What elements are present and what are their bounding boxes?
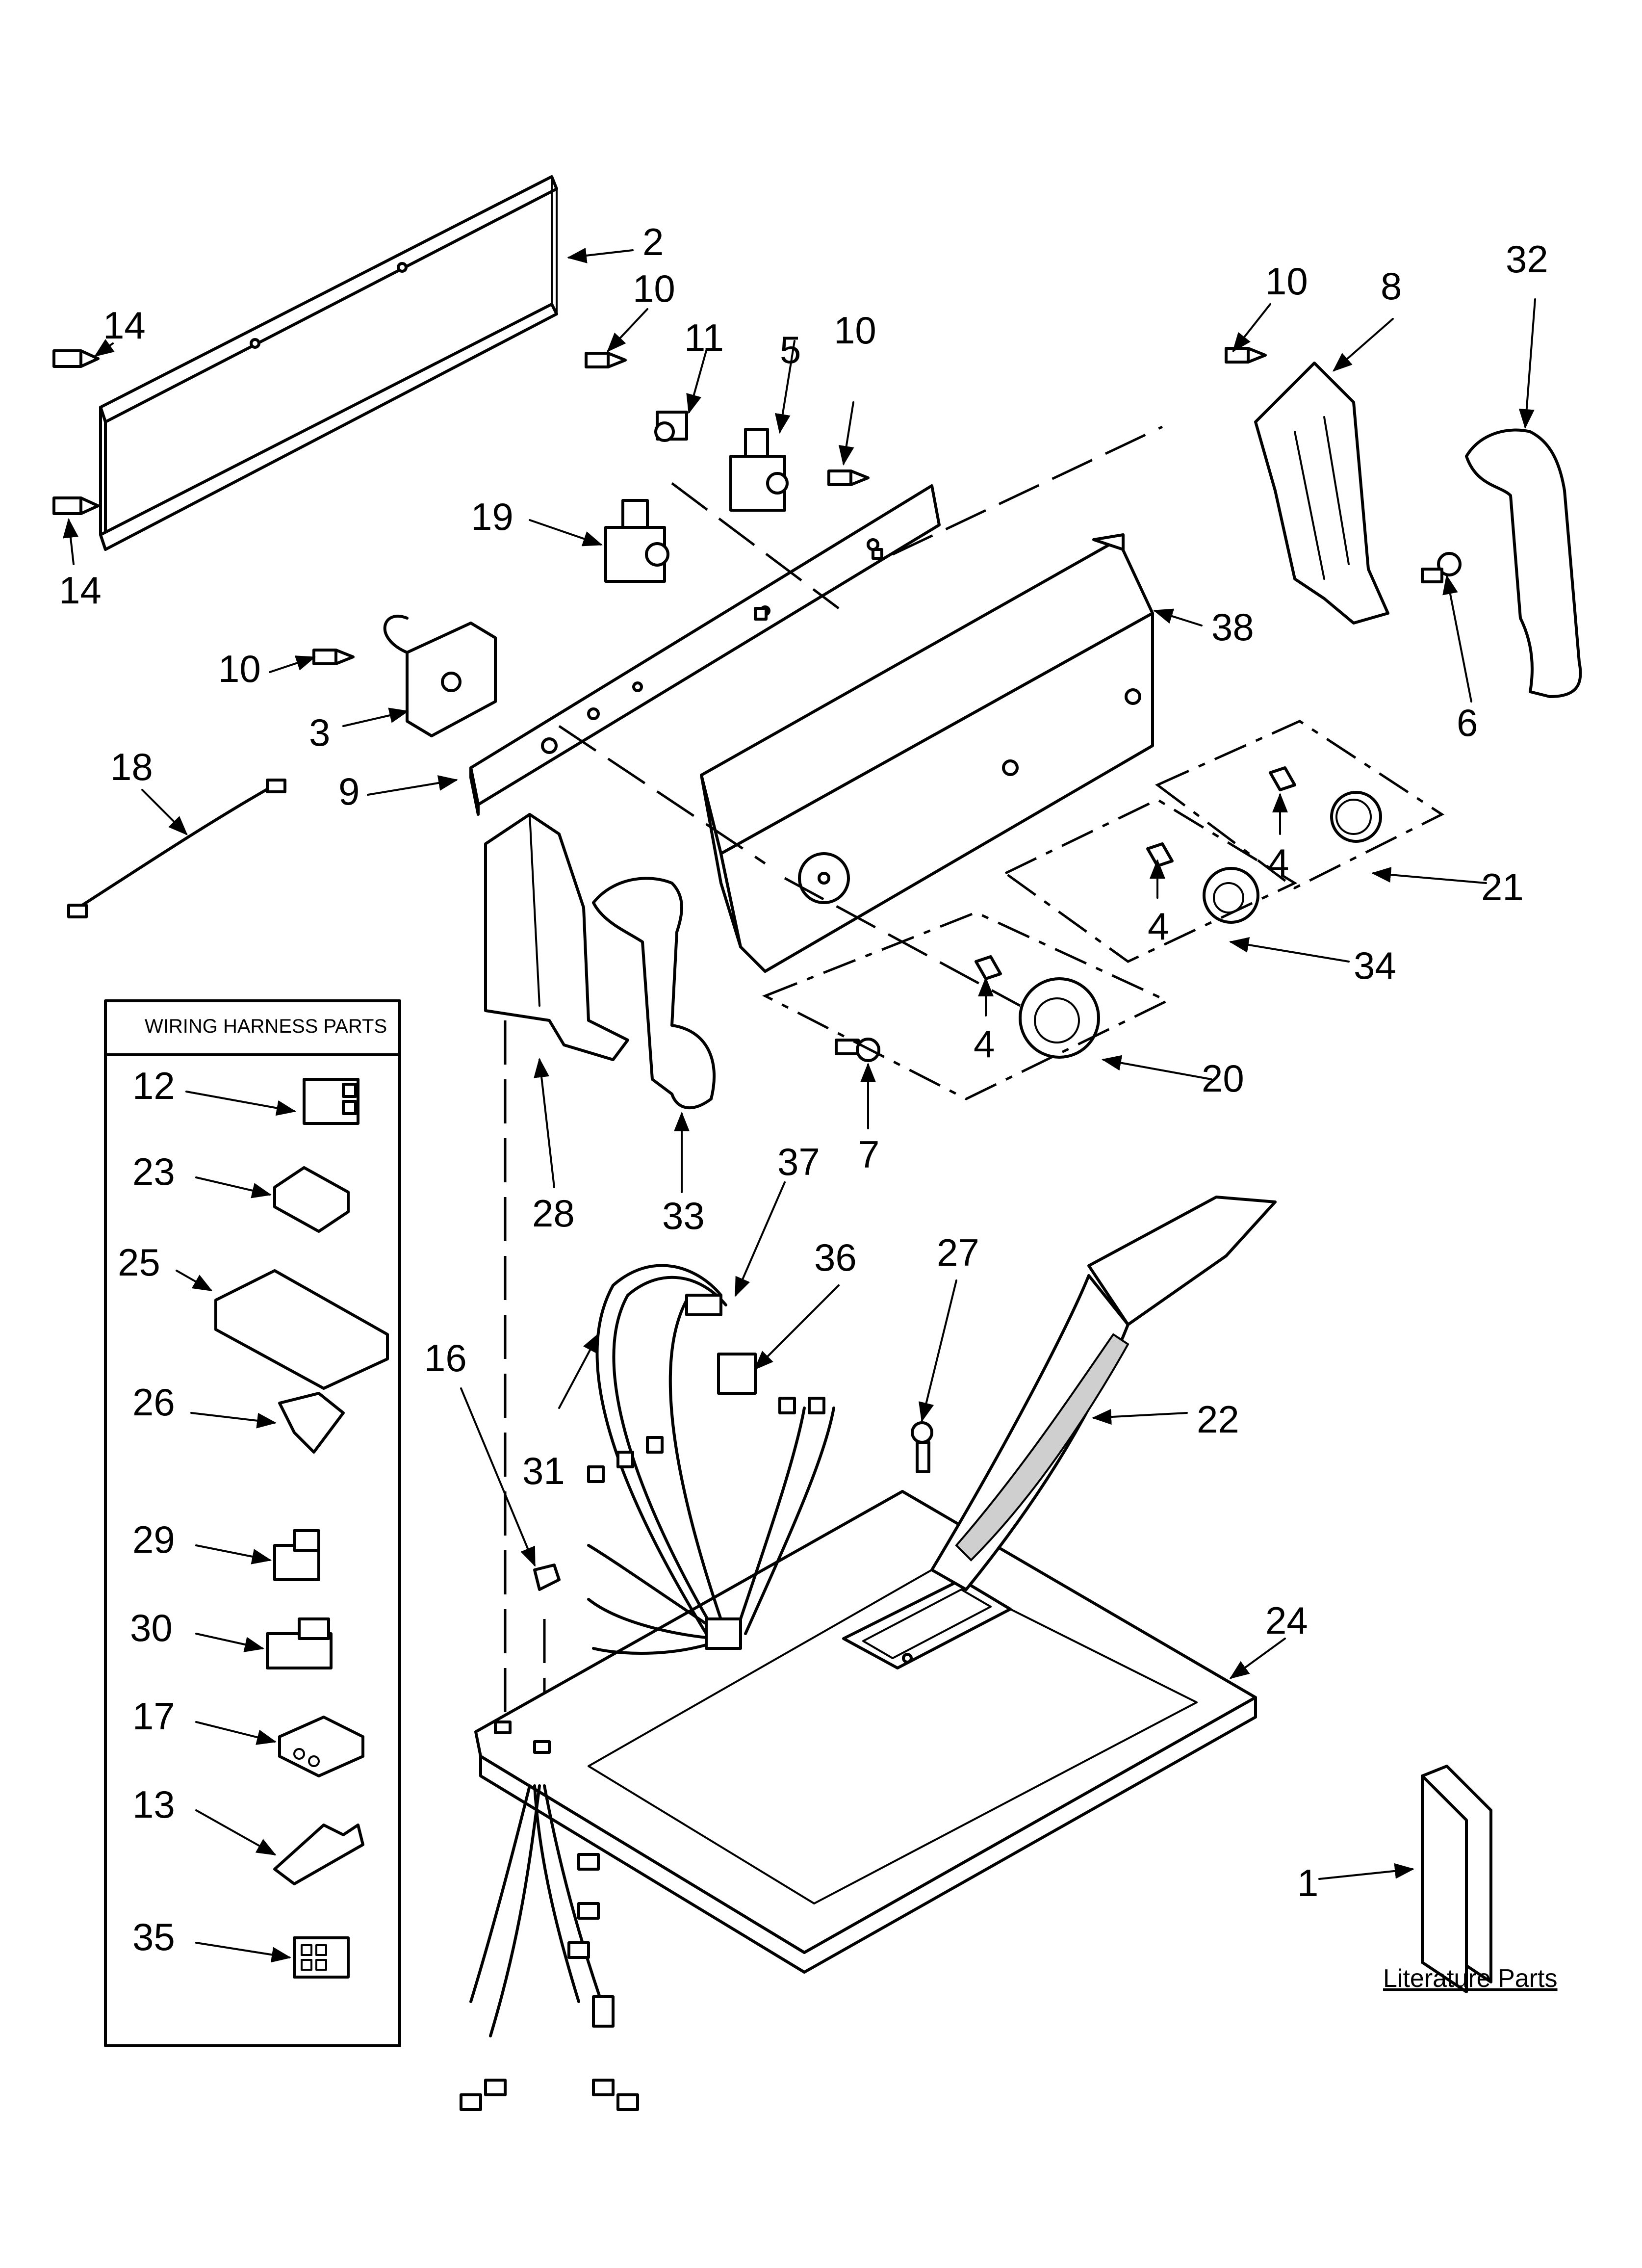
switch-5 xyxy=(729,428,789,512)
label-37: 37 xyxy=(777,1140,820,1183)
wiring-box-title: WIRING HARNESS PARTS xyxy=(145,1016,387,1037)
label-1: 1 xyxy=(1297,1861,1318,1904)
label-7: 7 xyxy=(858,1133,879,1176)
label-28: 28 xyxy=(532,1192,575,1235)
literature-book xyxy=(1421,1765,1492,1993)
label-14b: 14 xyxy=(59,569,102,612)
label-4c: 4 xyxy=(974,1022,995,1066)
console-handle xyxy=(1465,428,1582,698)
literature-parts-label: Literature Parts xyxy=(1383,1964,1558,1993)
label-8: 8 xyxy=(1381,264,1402,308)
console-frame xyxy=(469,484,941,816)
console-panel xyxy=(700,533,1154,973)
connector-17-icon xyxy=(278,1716,364,1777)
knob-34 xyxy=(1146,842,1259,924)
connector-29-icon xyxy=(273,1529,320,1581)
rear-panel xyxy=(99,175,558,551)
screw-icon xyxy=(52,349,100,515)
label-33: 33 xyxy=(662,1194,705,1237)
label-27: 27 xyxy=(937,1231,979,1274)
label-30: 30 xyxy=(130,1606,173,1649)
lint-screen xyxy=(930,1196,1277,1591)
label-16: 16 xyxy=(424,1336,467,1380)
console-handle-left xyxy=(592,877,716,1109)
lower-wire-harness xyxy=(460,1784,639,2111)
screw-icon xyxy=(1421,552,1462,583)
knob-guide-lines xyxy=(504,425,1445,1747)
knob-20 xyxy=(975,955,1100,1059)
label-13: 13 xyxy=(132,1783,175,1826)
label-4b: 4 xyxy=(1148,905,1169,948)
label-4a: 4 xyxy=(1268,841,1289,884)
knob-21 xyxy=(1269,766,1382,843)
label-21: 21 xyxy=(1481,865,1524,909)
label-2: 2 xyxy=(642,220,664,263)
label-19: 19 xyxy=(471,495,513,538)
screw-icon xyxy=(911,1421,933,1473)
label-10d: 10 xyxy=(1265,260,1308,303)
label-17: 17 xyxy=(132,1694,175,1738)
leader-arrows xyxy=(63,247,1536,1880)
label-38: 38 xyxy=(1211,605,1254,649)
label-6: 6 xyxy=(1457,701,1478,744)
part-labels: 2 14 14 10 11 5 10 19 10 3 9 18 10 8 32 … xyxy=(59,220,1548,1958)
console-end-cap-left xyxy=(484,813,629,1061)
terminal-13-icon xyxy=(273,1824,364,1885)
label-23: 23 xyxy=(132,1150,175,1193)
wiring-harness-parts-box xyxy=(104,999,401,2047)
switch-19 xyxy=(604,499,669,583)
label-22: 22 xyxy=(1197,1398,1239,1441)
wire-18 xyxy=(67,779,286,918)
label-26: 26 xyxy=(132,1381,175,1424)
timer-3 xyxy=(383,615,497,737)
label-35: 35 xyxy=(132,1915,175,1958)
label-34: 34 xyxy=(1354,944,1396,987)
label-36: 36 xyxy=(814,1236,857,1279)
label-24: 24 xyxy=(1265,1599,1308,1642)
label-12: 12 xyxy=(132,1064,175,1107)
label-5: 5 xyxy=(780,328,801,371)
connector-12-icon xyxy=(303,1078,359,1125)
label-10a: 10 xyxy=(633,267,675,310)
label-11: 11 xyxy=(684,316,724,359)
label-3: 3 xyxy=(309,711,330,754)
label-14a: 14 xyxy=(103,304,146,347)
console-end-cap-right xyxy=(1254,362,1389,625)
label-9: 9 xyxy=(338,770,359,813)
connector-23-icon xyxy=(273,1166,350,1233)
clip-16 xyxy=(533,1564,561,1591)
screw-icon xyxy=(835,1038,880,1062)
connector-26-icon xyxy=(278,1392,345,1454)
switch-11 xyxy=(654,411,688,442)
label-25: 25 xyxy=(118,1241,160,1284)
label-20: 20 xyxy=(1202,1057,1244,1100)
label-10b: 10 xyxy=(834,309,876,352)
label-18: 18 xyxy=(110,745,153,788)
label-10c: 10 xyxy=(218,647,261,690)
connector-25-icon xyxy=(214,1269,389,1390)
label-31: 31 xyxy=(522,1449,565,1492)
dryer-top xyxy=(474,1490,1257,1974)
screw-icon xyxy=(312,347,1267,665)
label-32: 32 xyxy=(1506,237,1548,281)
connector-35-icon xyxy=(293,1936,350,1979)
connector-30-icon xyxy=(266,1617,333,1669)
label-29: 29 xyxy=(132,1518,175,1561)
